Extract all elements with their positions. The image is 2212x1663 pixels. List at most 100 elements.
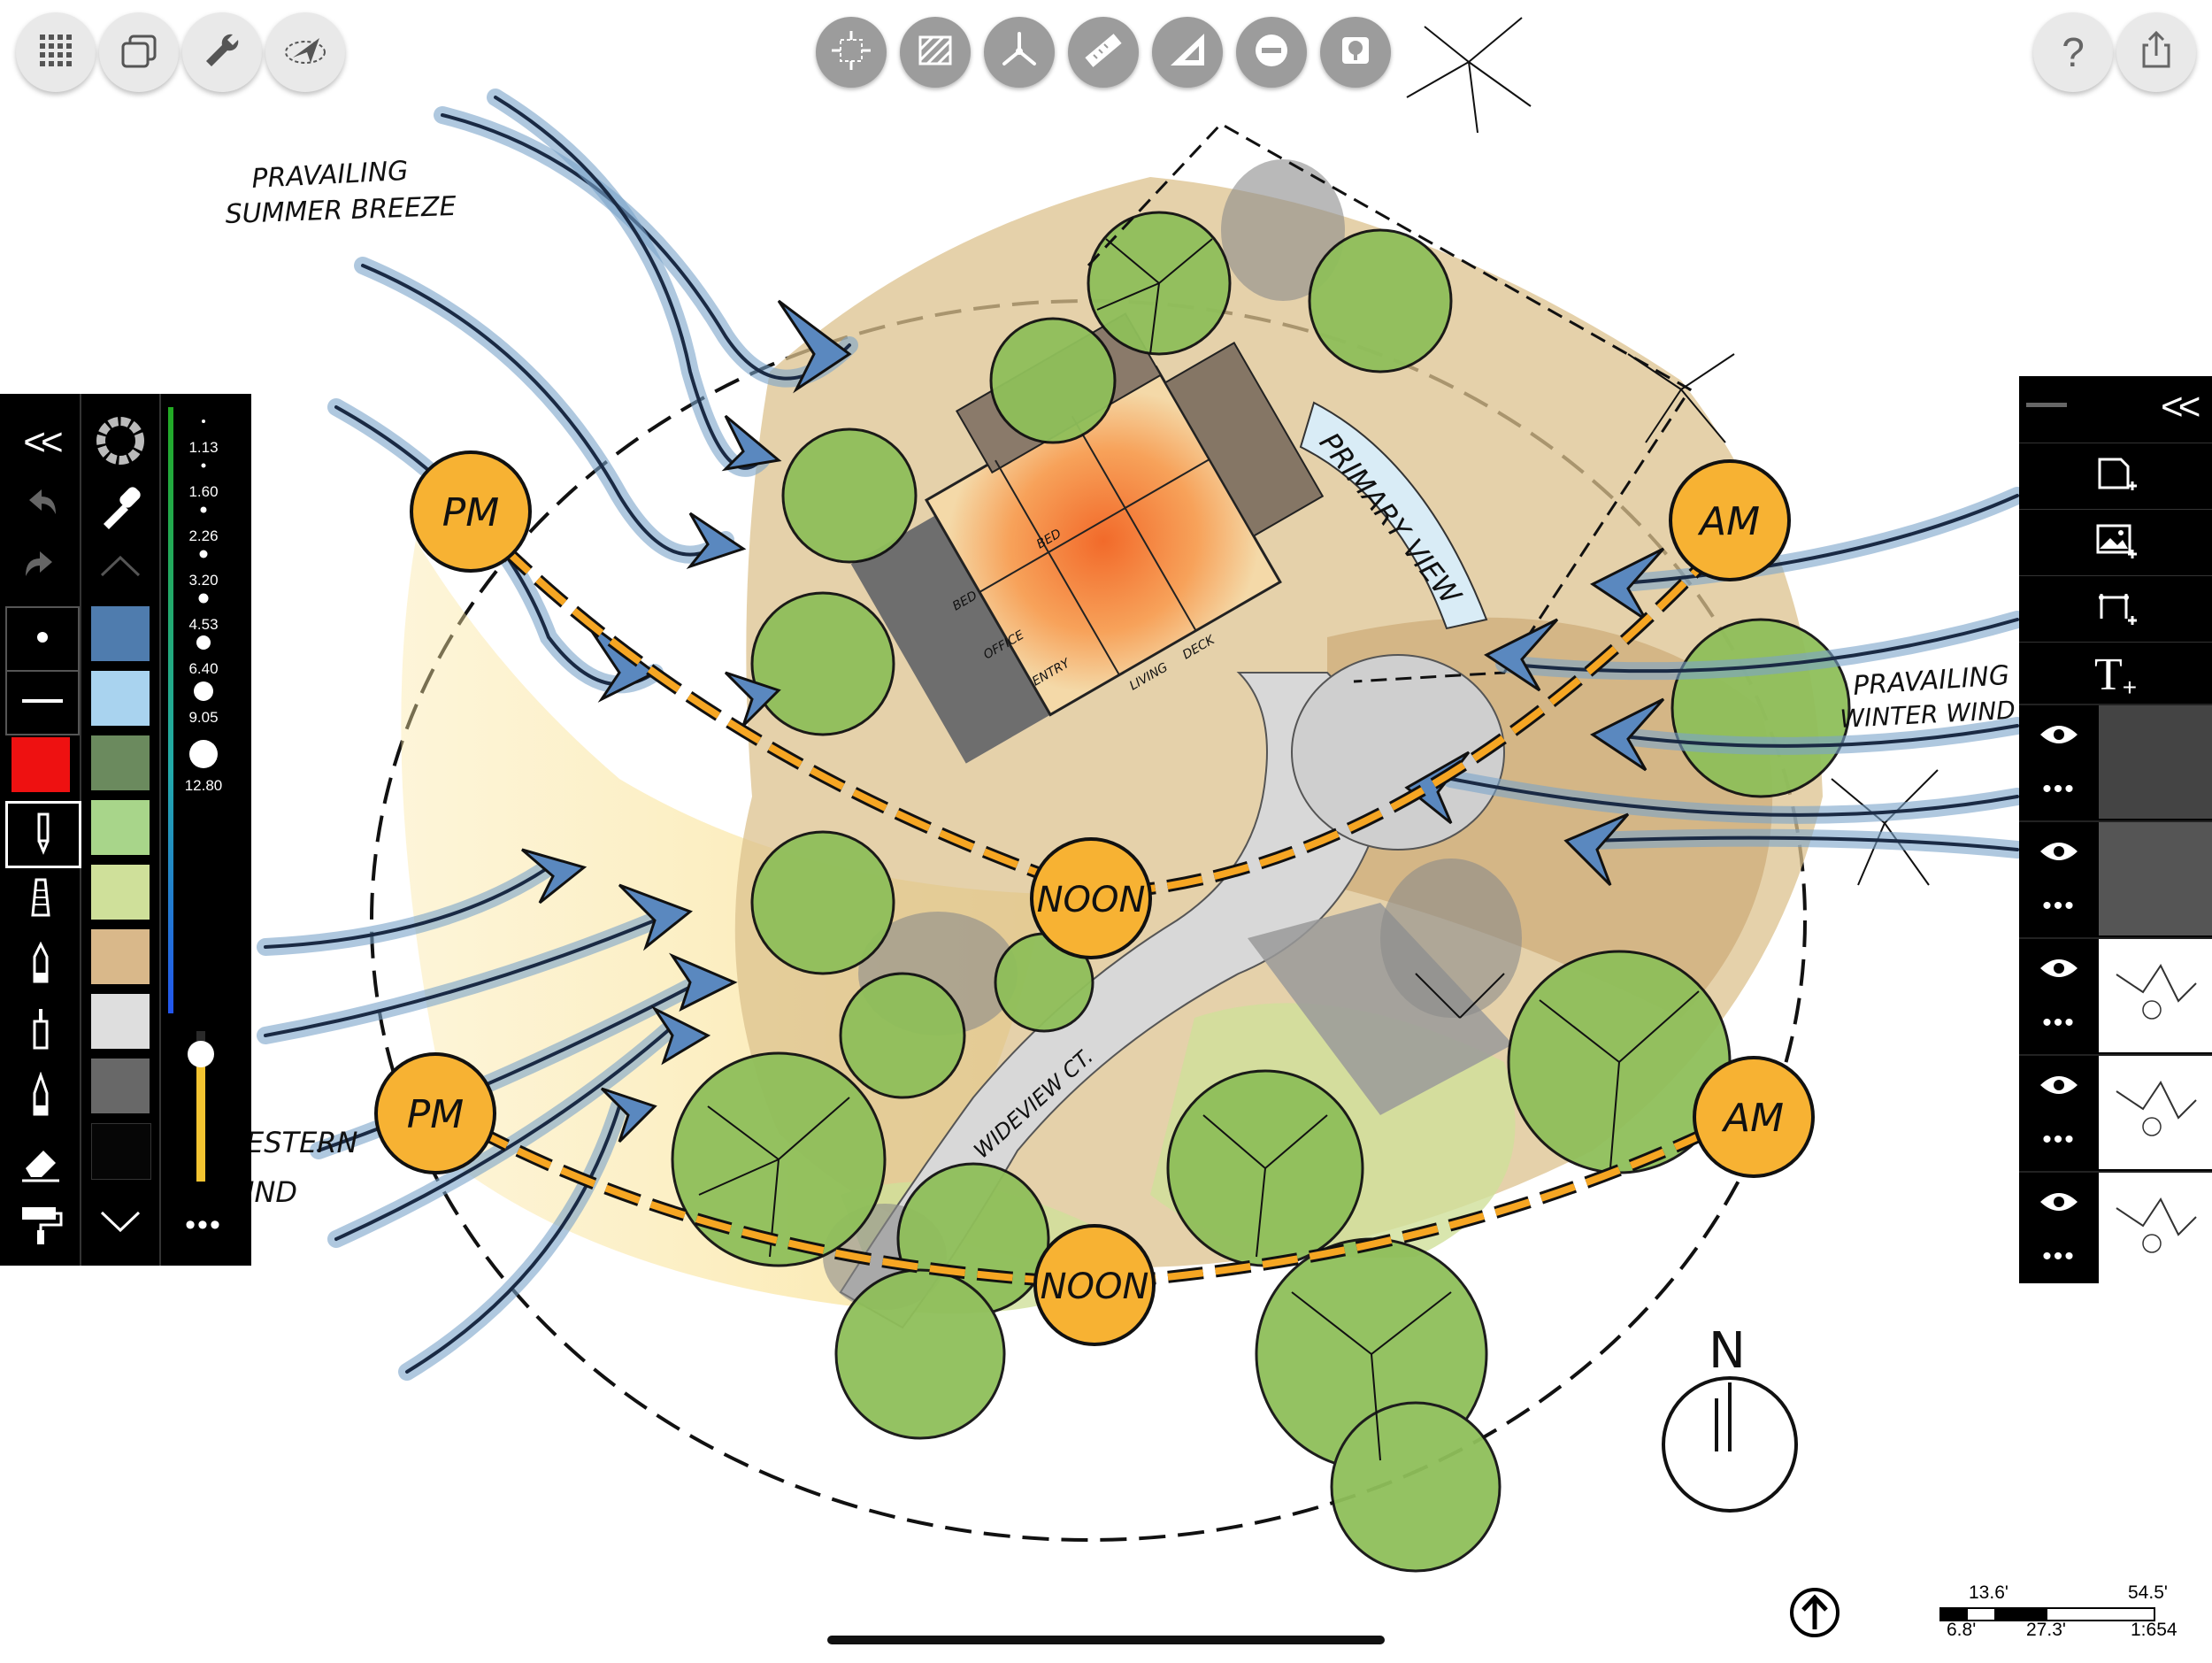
palette-scroll-up-button[interactable] <box>91 549 150 584</box>
layer-thumbnail[interactable] <box>2099 1056 2212 1169</box>
visibility-eye-icon[interactable] <box>2037 838 2081 865</box>
add-text-icon: T <box>2093 649 2123 700</box>
visibility-eye-icon[interactable] <box>2037 1189 2081 1215</box>
layer-more-button[interactable]: ••• <box>2042 1125 2076 1154</box>
layer-row[interactable]: ••• <box>2019 1171 2212 1288</box>
sun-pm-lower: PM <box>407 1092 465 1137</box>
new-layer-button[interactable] <box>2019 443 2212 507</box>
visibility-eye-icon[interactable] <box>2037 1072 2081 1098</box>
brush-size-option[interactable]: 6.40 <box>168 628 239 690</box>
layers-button[interactable] <box>99 12 179 92</box>
brush-size-option[interactable]: 12.80 <box>168 735 239 797</box>
paint-roller-tool-button[interactable] <box>5 1195 76 1257</box>
size-scale-bar <box>168 407 173 1013</box>
hatch-fill-button[interactable] <box>900 17 971 88</box>
settings-button[interactable] <box>182 12 262 92</box>
layer-thumbnail[interactable] <box>2099 1173 2212 1286</box>
technical-pen-tool-button[interactable] <box>5 1000 76 1062</box>
gallery-button[interactable] <box>16 12 96 92</box>
marker-tool-button[interactable] <box>5 867 76 929</box>
new-layer-icon <box>2089 447 2142 504</box>
undo-button[interactable] <box>5 473 76 535</box>
visibility-eye-icon[interactable] <box>2037 721 2081 748</box>
layer-more-button[interactable]: ••• <box>2042 1008 2076 1037</box>
chevron-down-icon <box>91 1211 150 1251</box>
fineliner-tool-button[interactable] <box>5 934 76 996</box>
brush-size-option[interactable]: 1.60 <box>168 451 239 513</box>
color-swatch[interactable] <box>91 735 150 790</box>
brush-pen-icon <box>17 1070 65 1124</box>
color-swatch[interactable] <box>91 994 150 1049</box>
marker-icon <box>17 873 65 925</box>
drag-handle[interactable] <box>2026 403 2067 407</box>
layer-more-button[interactable]: ••• <box>2042 891 2076 920</box>
collapse-brush-panel-button[interactable]: << <box>5 412 76 473</box>
help-button[interactable]: ? <box>2033 12 2113 92</box>
label-summer-breeze-2: SUMMER BREEZE <box>225 191 457 230</box>
sun-noon-lower: NOON <box>1041 1266 1149 1307</box>
navigate-button[interactable] <box>265 12 345 92</box>
brush-pen-tool-button[interactable] <box>5 1066 76 1128</box>
brush-size-option[interactable]: 4.53 <box>168 584 239 646</box>
opacity-slider[interactable] <box>188 1031 214 1182</box>
pen-icon <box>19 809 67 861</box>
layers-stack-icon <box>116 27 162 78</box>
palette-scroll-down-button[interactable] <box>91 1195 150 1248</box>
color-swatch[interactable] <box>91 865 150 920</box>
layer-more-button[interactable]: ••• <box>2042 1242 2076 1271</box>
north-orientation-button[interactable] <box>1789 1587 1840 1638</box>
redo-button[interactable] <box>5 535 76 597</box>
color-swatch[interactable] <box>91 606 150 661</box>
symmetry-button[interactable] <box>984 17 1055 88</box>
color-swatch[interactable] <box>91 1123 151 1180</box>
brush-size-option[interactable]: 2.26 <box>168 496 239 558</box>
layer-row[interactable]: ••• <box>2019 820 2212 937</box>
opacity-slider-knob[interactable] <box>188 1040 214 1067</box>
color-swatch[interactable] <box>91 929 150 984</box>
active-color-swatch[interactable] <box>5 734 76 796</box>
tree-symbol-button[interactable] <box>1320 17 1391 88</box>
set-square-button[interactable] <box>1152 17 1223 88</box>
ruler-button[interactable] <box>1068 17 1139 88</box>
brush-size-option[interactable]: 9.05 <box>168 677 239 739</box>
share-button[interactable] <box>2116 12 2196 92</box>
add-sheet-button[interactable] <box>2019 575 2212 640</box>
brush-size-option[interactable]: 3.20 <box>168 540 239 602</box>
dot-brush-button[interactable] <box>5 606 80 672</box>
plus-icon: + <box>2122 674 2138 701</box>
layer-thumbnail[interactable] <box>2099 705 2212 819</box>
import-image-button[interactable] <box>2019 509 2212 574</box>
layer-more-button[interactable]: ••• <box>2042 774 2076 804</box>
brush-size-option[interactable]: 1.13 <box>168 407 239 469</box>
color-wheel-button[interactable] <box>91 412 150 470</box>
set-square-icon <box>1165 28 1210 77</box>
size-label: 9.05 <box>188 709 219 726</box>
collapse-layers-panel-button[interactable]: << <box>2161 385 2205 429</box>
brush-more-button[interactable]: ••• <box>168 1208 239 1243</box>
size-label: 1.13 <box>188 439 219 456</box>
layers-panel: << T + ••• ••• ••• ••• ••• <box>2019 376 2212 1286</box>
layer-row[interactable]: ••• <box>2019 937 2212 1054</box>
size-dot-icon <box>196 635 211 650</box>
eyedropper-button[interactable] <box>91 478 150 536</box>
color-swatch[interactable] <box>91 1059 150 1113</box>
color-swatch[interactable] <box>91 800 150 855</box>
sun-am-lower: AM <box>1721 1096 1784 1141</box>
shape-guide-button[interactable] <box>1236 17 1307 88</box>
line-brush-button[interactable] <box>5 670 80 735</box>
layer-row[interactable]: ••• <box>2019 704 2212 820</box>
redo-icon <box>17 541 65 593</box>
home-indicator[interactable] <box>827 1636 1385 1644</box>
color-swatch[interactable] <box>91 671 150 726</box>
sun-pm-upper: PM <box>442 490 500 535</box>
eraser-tool-button[interactable] <box>5 1133 76 1195</box>
transform-button[interactable] <box>816 17 887 88</box>
layer-thumbnail[interactable] <box>2099 939 2212 1052</box>
layer-row[interactable]: ••• <box>2019 1054 2212 1171</box>
pen-tool-button[interactable] <box>5 801 81 868</box>
add-text-button[interactable]: T + <box>2019 642 2212 706</box>
size-label: 1.60 <box>188 483 219 500</box>
layer-thumbnail[interactable] <box>2099 822 2212 935</box>
visibility-eye-icon[interactable] <box>2037 955 2081 982</box>
